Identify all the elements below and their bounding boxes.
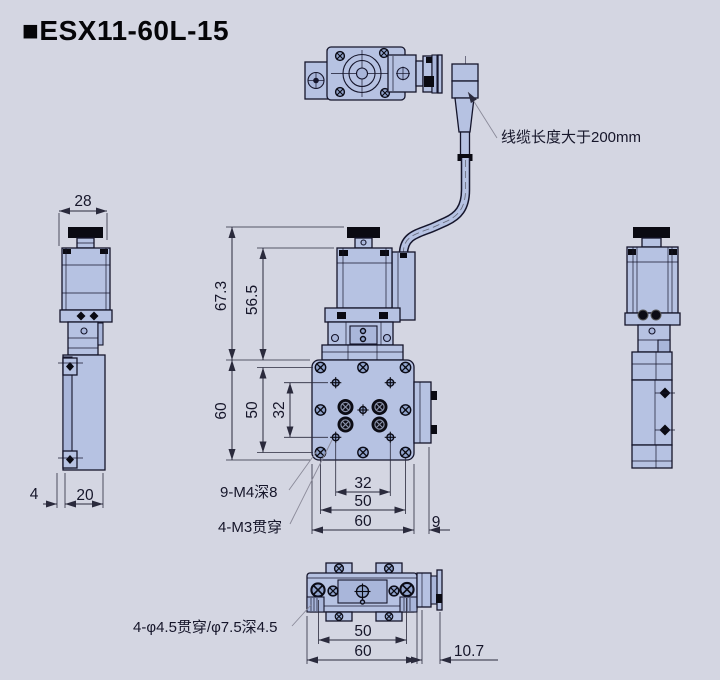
- center-screw: [370, 398, 389, 416]
- m4-holes-label: 9-M4深8: [220, 484, 278, 501]
- plug-taper: [454, 97, 475, 133]
- m4-hole: [357, 361, 369, 374]
- mount-hole: [399, 581, 415, 598]
- cable: [398, 158, 471, 255]
- motor-body: [626, 246, 679, 314]
- dim-60v-label: 60: [213, 402, 230, 420]
- connector-detail: [415, 60, 424, 87]
- top-view: [304, 46, 443, 101]
- left-view-dimensions: 28 4 20: [30, 193, 108, 508]
- connector-block: [416, 572, 432, 608]
- connector-detail: [437, 54, 443, 94]
- m4-hole: [399, 361, 412, 374]
- dim-50b-label: 50: [354, 623, 372, 640]
- corner-screw: [334, 86, 346, 98]
- dim-50h-label: 50: [354, 493, 372, 510]
- dim-56-5-label: 56.5: [244, 285, 261, 315]
- flange-screw: [89, 311, 99, 321]
- dim-50v-label: 50: [244, 401, 261, 419]
- side-screw: [66, 362, 74, 371]
- m4-hole: [399, 446, 412, 459]
- leader-line: [289, 439, 333, 525]
- dim-32v-label: 32: [271, 401, 288, 418]
- motor-body: [336, 247, 393, 309]
- m4-hole: [314, 361, 327, 374]
- tab-screw: [383, 563, 395, 574]
- center-screw: [336, 398, 355, 416]
- plug-body: [451, 80, 479, 99]
- corner-screw: [334, 50, 346, 62]
- flange-screw: [76, 311, 86, 321]
- rail-strip: [321, 344, 404, 361]
- cable-plug: [451, 56, 479, 172]
- cable-note: 线缆长度大于200mm: [467, 91, 641, 146]
- base-upper: [631, 351, 673, 381]
- corner-screw: [378, 47, 390, 59]
- page-title: ■ESX11-60L-15: [22, 15, 229, 46]
- plate-side-block: [413, 381, 432, 444]
- leader-line: [467, 91, 498, 139]
- leader-line: [288, 450, 318, 491]
- dim-60b-label: 60: [354, 643, 372, 660]
- bottom-view-dimensions: 50 60 10.7 4-φ4.5贯穿/φ7.5深4.5: [133, 598, 498, 664]
- dim-28-label: 28: [74, 193, 91, 210]
- mount-hole: [327, 585, 339, 597]
- flange-screw: [637, 309, 649, 321]
- motor-flange: [59, 309, 113, 323]
- dim-60h-label: 60: [354, 513, 372, 530]
- mount-hole: [310, 582, 326, 598]
- tab-screw: [384, 612, 394, 621]
- motor-top-circle-outer: [342, 53, 382, 94]
- plug-neck: [459, 131, 471, 157]
- m4-hole: [314, 404, 327, 416]
- dim-67-3-label: 67.3: [213, 281, 230, 311]
- plug-band: [457, 154, 473, 161]
- base-lower: [631, 444, 673, 469]
- dim-4-label: 4: [30, 486, 39, 503]
- front-view: [311, 227, 437, 461]
- tab-screw: [334, 612, 344, 621]
- plug-top: [451, 63, 479, 82]
- front-view-dimensions: 67.3 56.5 60 50 32 32 50 60 9 9-M4深8 4-M…: [213, 226, 450, 536]
- adjust-knob: [633, 227, 670, 238]
- center-screw: [370, 415, 389, 434]
- dim-10-7-label: 10.7: [454, 643, 484, 660]
- flange-screw: [650, 309, 662, 321]
- cable-note-label: 线缆长度大于200mm: [501, 129, 641, 146]
- knob-stem: [641, 237, 662, 248]
- adjust-knob: [68, 227, 103, 238]
- carriage: [67, 321, 99, 356]
- m3-holes-label: 4-M3贯穿: [218, 519, 282, 536]
- foot: [306, 596, 325, 613]
- motor-body: [61, 247, 111, 311]
- center-screw: [336, 415, 355, 434]
- dim-20-label: 20: [76, 487, 94, 504]
- m4-hole: [399, 404, 412, 416]
- right-side-view: [624, 227, 681, 469]
- foot: [399, 596, 418, 613]
- leader-line: [291, 604, 312, 627]
- adjust-knob: [347, 227, 380, 238]
- dim-9-label: 9: [432, 514, 441, 531]
- dim-32h-label: 32: [354, 475, 371, 492]
- counterbore-label: 4-φ4.5贯穿/φ7.5深4.5: [133, 619, 278, 636]
- motor-bracket: [324, 307, 401, 323]
- left-side-view: [58, 227, 113, 471]
- cable-centerline: [403, 160, 466, 253]
- bottom-view: [306, 562, 443, 622]
- side-screw: [66, 455, 74, 464]
- mount-hole: [388, 585, 400, 597]
- tab-screw: [333, 563, 345, 574]
- m4-hole: [357, 446, 369, 459]
- connector-detail: [431, 54, 438, 94]
